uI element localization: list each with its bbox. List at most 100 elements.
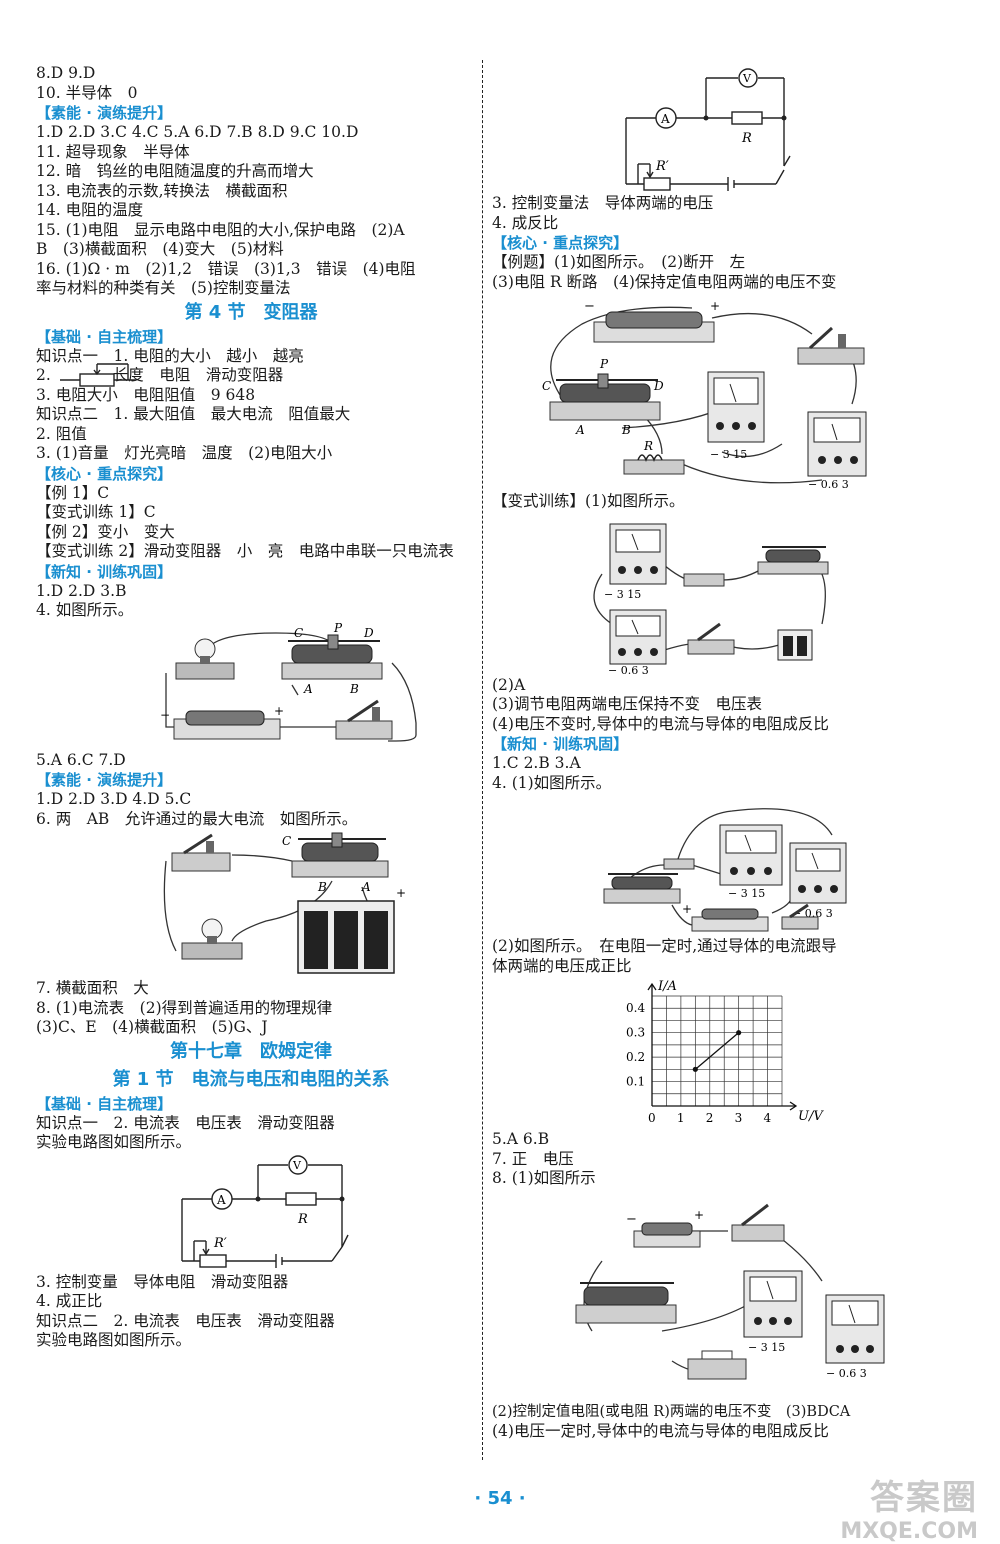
answer-line: 1.D 2.D 3.C 4.C 5.A 6.D 7.B 8.D 9.C 10.D [36, 123, 359, 141]
answer-line: 5.A 6.C 7.D [36, 750, 126, 769]
section-heading: 【核心 · 重点探究】 [492, 234, 629, 252]
y-tick-label: 0.2 [626, 1050, 645, 1064]
answer-line: 7. 正 电压 [492, 1149, 574, 1168]
answer-line: 1.D 2.D 3.D 4.D 5.C [36, 790, 192, 808]
terminal-label: P [333, 623, 343, 635]
chapter-title: 第十七章 欧姆定律 [170, 1040, 332, 1062]
battery-terminal-label: − [160, 708, 170, 722]
answer-line-with-symbol: 2. 长度 电阻 滑动变阻器 [36, 363, 466, 387]
terminal-label: C [294, 626, 303, 640]
section-heading: 【新知 · 训练巩固】 [492, 735, 629, 753]
answer-line: 6. 两 AB 允许通过的最大电流 如图所示。 [36, 809, 358, 828]
answer-line: B (3)横截面积 (4)变大 (5)材料 [36, 240, 284, 258]
answer-line: 【例 1】C [36, 483, 110, 502]
rheostat-icon [757, 545, 829, 574]
answer-line: 知识点一 1. 电阻的大小 越小 越亮 [36, 346, 304, 365]
terminal-scale-label: − 0.6 3 [608, 664, 649, 674]
answer-line: 【变式训练 2】滑动变阻器 小 亮 电路中串联一只电流表 [36, 542, 454, 560]
battery-icon: + − [160, 704, 284, 739]
data-point [692, 1066, 698, 1072]
answer-line: 14. 电阻的温度 [36, 201, 144, 219]
terminal-scale-label: − 0.6 3 [808, 478, 849, 490]
circuit-figure-8-1: − + − 3 15 − 0.6 3 [575, 1203, 885, 1380]
voltmeter-icon [738, 68, 758, 88]
answer-line: 知识点一 2. 电流表 电压表 滑动变阻器 [36, 1113, 335, 1132]
answer-line: 3. 电阻大小 电阻阻值 9 648 [36, 385, 256, 404]
battery-icon: − + [584, 299, 720, 343]
terminal-label: A [575, 423, 585, 437]
section-heading: 【新知 · 训练巩固】 [36, 562, 173, 581]
column-divider [482, 60, 483, 1460]
battery-terminal-label: + [274, 704, 284, 718]
ammeter-icon [655, 107, 677, 129]
ammeter-icon: − 0.6 3 [807, 411, 867, 490]
rheostat-icon [603, 873, 681, 904]
x-tick-label: 1 [677, 1111, 685, 1125]
switch-icon [687, 622, 735, 654]
answer-line: 5.A 6.B [492, 1130, 550, 1148]
ammeter-icon: − 0.6 3 [825, 1294, 885, 1380]
resistor-label: R [297, 1212, 308, 1227]
answer-line: 3. 控制变量 导体电阻 滑动变阻器 [36, 1272, 289, 1291]
rheostat-icon [575, 1281, 677, 1323]
answer-line: 【例题】(1)如图所示。 (2)断开 左 [492, 253, 746, 271]
answer-line: (4)电压一定时,导体中的电流与导体的电阻成反比 [492, 1422, 829, 1440]
terminal-scale-label: − 3 15 [604, 588, 641, 601]
resistor-icon: R [623, 439, 685, 475]
meter-label: A [216, 1193, 226, 1207]
circuit-figure-variant: − 3 15 − 0.6 3 [593, 523, 829, 674]
answer-line: 12. 暗 钨丝的电阻随温度的升高而增大 [36, 162, 314, 180]
circuit-figure-lamp-rheostat: C P D A B + − [160, 623, 417, 742]
answer-line: 2. 阻值 [36, 424, 87, 443]
resistor-label: R [643, 439, 653, 453]
switch-icon [797, 326, 865, 365]
terminal-label: D [653, 379, 664, 393]
chart-axes: U/VI/A [647, 979, 824, 1124]
circuit-schematic: A V R R′ [625, 68, 791, 191]
battery-terminal-label: − [584, 299, 595, 314]
answer-line: 13. 电流表的示数,转换法 横截面积 [36, 181, 288, 200]
answer-line: (3)电阻 R 断路 (4)保持定值电阻两端的电压不变 [492, 272, 837, 291]
circuit-schematic: A V R R′ [181, 1154, 349, 1268]
y-tick-label: 0.4 [626, 1001, 645, 1015]
series-line [694, 1032, 740, 1070]
answer-line: 体两端的电压成正比 [492, 956, 632, 975]
terminal-scale-label: − 3 15 [748, 1341, 785, 1354]
battery-terminal-label: + [694, 1208, 704, 1222]
voltmeter-icon: − 3 15 [719, 824, 783, 900]
lamp-icon [181, 918, 243, 960]
terminal-label: A [303, 682, 313, 696]
section-title: 第 1 节 电流与电压和电阻的关系 [112, 1068, 390, 1090]
answer-line: 7. 横截面积 大 [36, 979, 149, 997]
answer-line: 4. 如图所示。 [36, 601, 134, 619]
rheostat-symbol-icon [60, 363, 136, 387]
rheostat-label: R′ [655, 159, 669, 174]
meter-label: V [742, 72, 752, 85]
answer-line: 4. 成正比 [36, 1292, 103, 1310]
x-tick-label: 4 [764, 1111, 772, 1125]
rheostat-icon: C B A [282, 832, 389, 894]
x-tick-label: 3 [735, 1111, 743, 1125]
ammeter-icon: − 0.6 3 [608, 609, 667, 674]
switch-icon [335, 699, 393, 739]
ammeter-icon [211, 1187, 233, 1210]
answer-line: 3. (1)音量 灯光亮暗 温度 (2)电阻大小 [36, 444, 333, 462]
watermark: 答案圈 MXQE.COM [840, 1470, 978, 1544]
terminal-label: B [317, 880, 327, 894]
answer-line: 知识点二 2. 电流表 电压表 滑动变阻器 [36, 1311, 335, 1330]
answer-line: 率与材料的种类有关 (5)控制变量法 [36, 279, 291, 297]
y-axis-label: I/A [657, 979, 677, 994]
section-heading: 【基础 · 自主梳理】 [36, 327, 173, 346]
meter-label: V [292, 1159, 302, 1172]
answer-line: (2)控制定值电阻(或电阻 R)两端的电压不变 (3)BDCA [492, 1403, 851, 1420]
answer-line: (2)A [492, 675, 526, 694]
terminal-scale-label: − 0.6 3 [826, 1367, 867, 1380]
circuit-figure-example: − + C P D A B − 3 15 [542, 299, 867, 490]
answer-line: 实验电路图如图所示。 [36, 1133, 192, 1151]
answer-line: 知识点二 1. 最大阻值 最大电流 阻值最大 [36, 405, 351, 423]
terminal-label: P [599, 357, 609, 371]
section-heading: 【素能 · 演练提升】 [36, 104, 173, 122]
battery-icon [777, 629, 813, 660]
section-heading: 【素能 · 演练提升】 [36, 771, 173, 789]
